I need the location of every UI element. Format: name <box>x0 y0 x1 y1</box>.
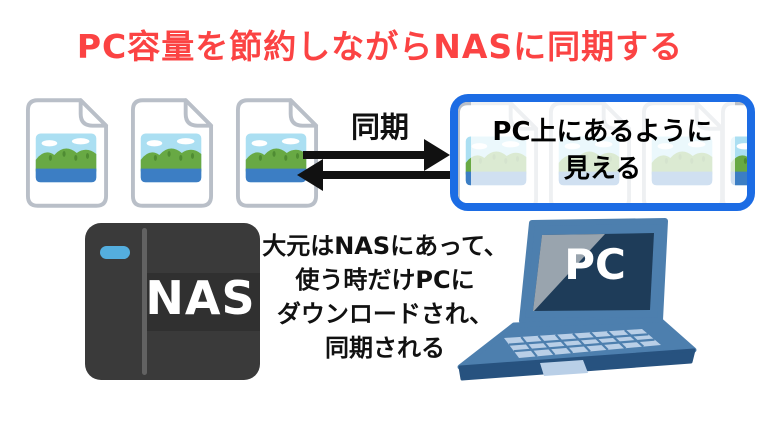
laptop-illustration: PC <box>452 210 707 395</box>
description-line: 大元はNASにあって、 <box>262 232 508 260</box>
trackpad <box>540 360 588 376</box>
description-line: 同期される <box>325 334 445 362</box>
keyboard-key-lines <box>508 329 655 358</box>
virtual-files-caption: PC上にあるように 見える <box>458 114 747 188</box>
power-led-icon <box>100 246 130 259</box>
description-line: ダウンロードされ、 <box>276 300 494 328</box>
description-text: 大元はNASにあって、 使う時だけPCに ダウンロードされ、 同期される <box>250 229 520 365</box>
virtual-files-box: PC上にあるように 見える <box>450 94 755 211</box>
pc-label: PC <box>564 240 626 289</box>
page-title: PC容量を節約しながらNASに同期する <box>76 27 684 66</box>
image-file-icon <box>130 98 214 208</box>
nas-front-band <box>145 273 260 331</box>
virtual-files-caption-line2: 見える <box>563 154 642 184</box>
sync-label: 同期 <box>350 110 409 144</box>
screen-highlight <box>533 234 605 311</box>
nas-label: NAS <box>145 271 256 325</box>
image-file-icon <box>25 98 109 208</box>
description-line: 使う時だけPCに <box>295 266 475 294</box>
virtual-files-caption-line1: PC上にあるように <box>492 117 713 147</box>
nas-device: NAS <box>85 223 260 380</box>
laptop-drawing <box>457 218 697 381</box>
virtual-files-box-inner: PC上にあるように 見える <box>458 102 747 203</box>
nas-panel-seam <box>142 228 147 375</box>
fade-overlay <box>471 102 735 203</box>
